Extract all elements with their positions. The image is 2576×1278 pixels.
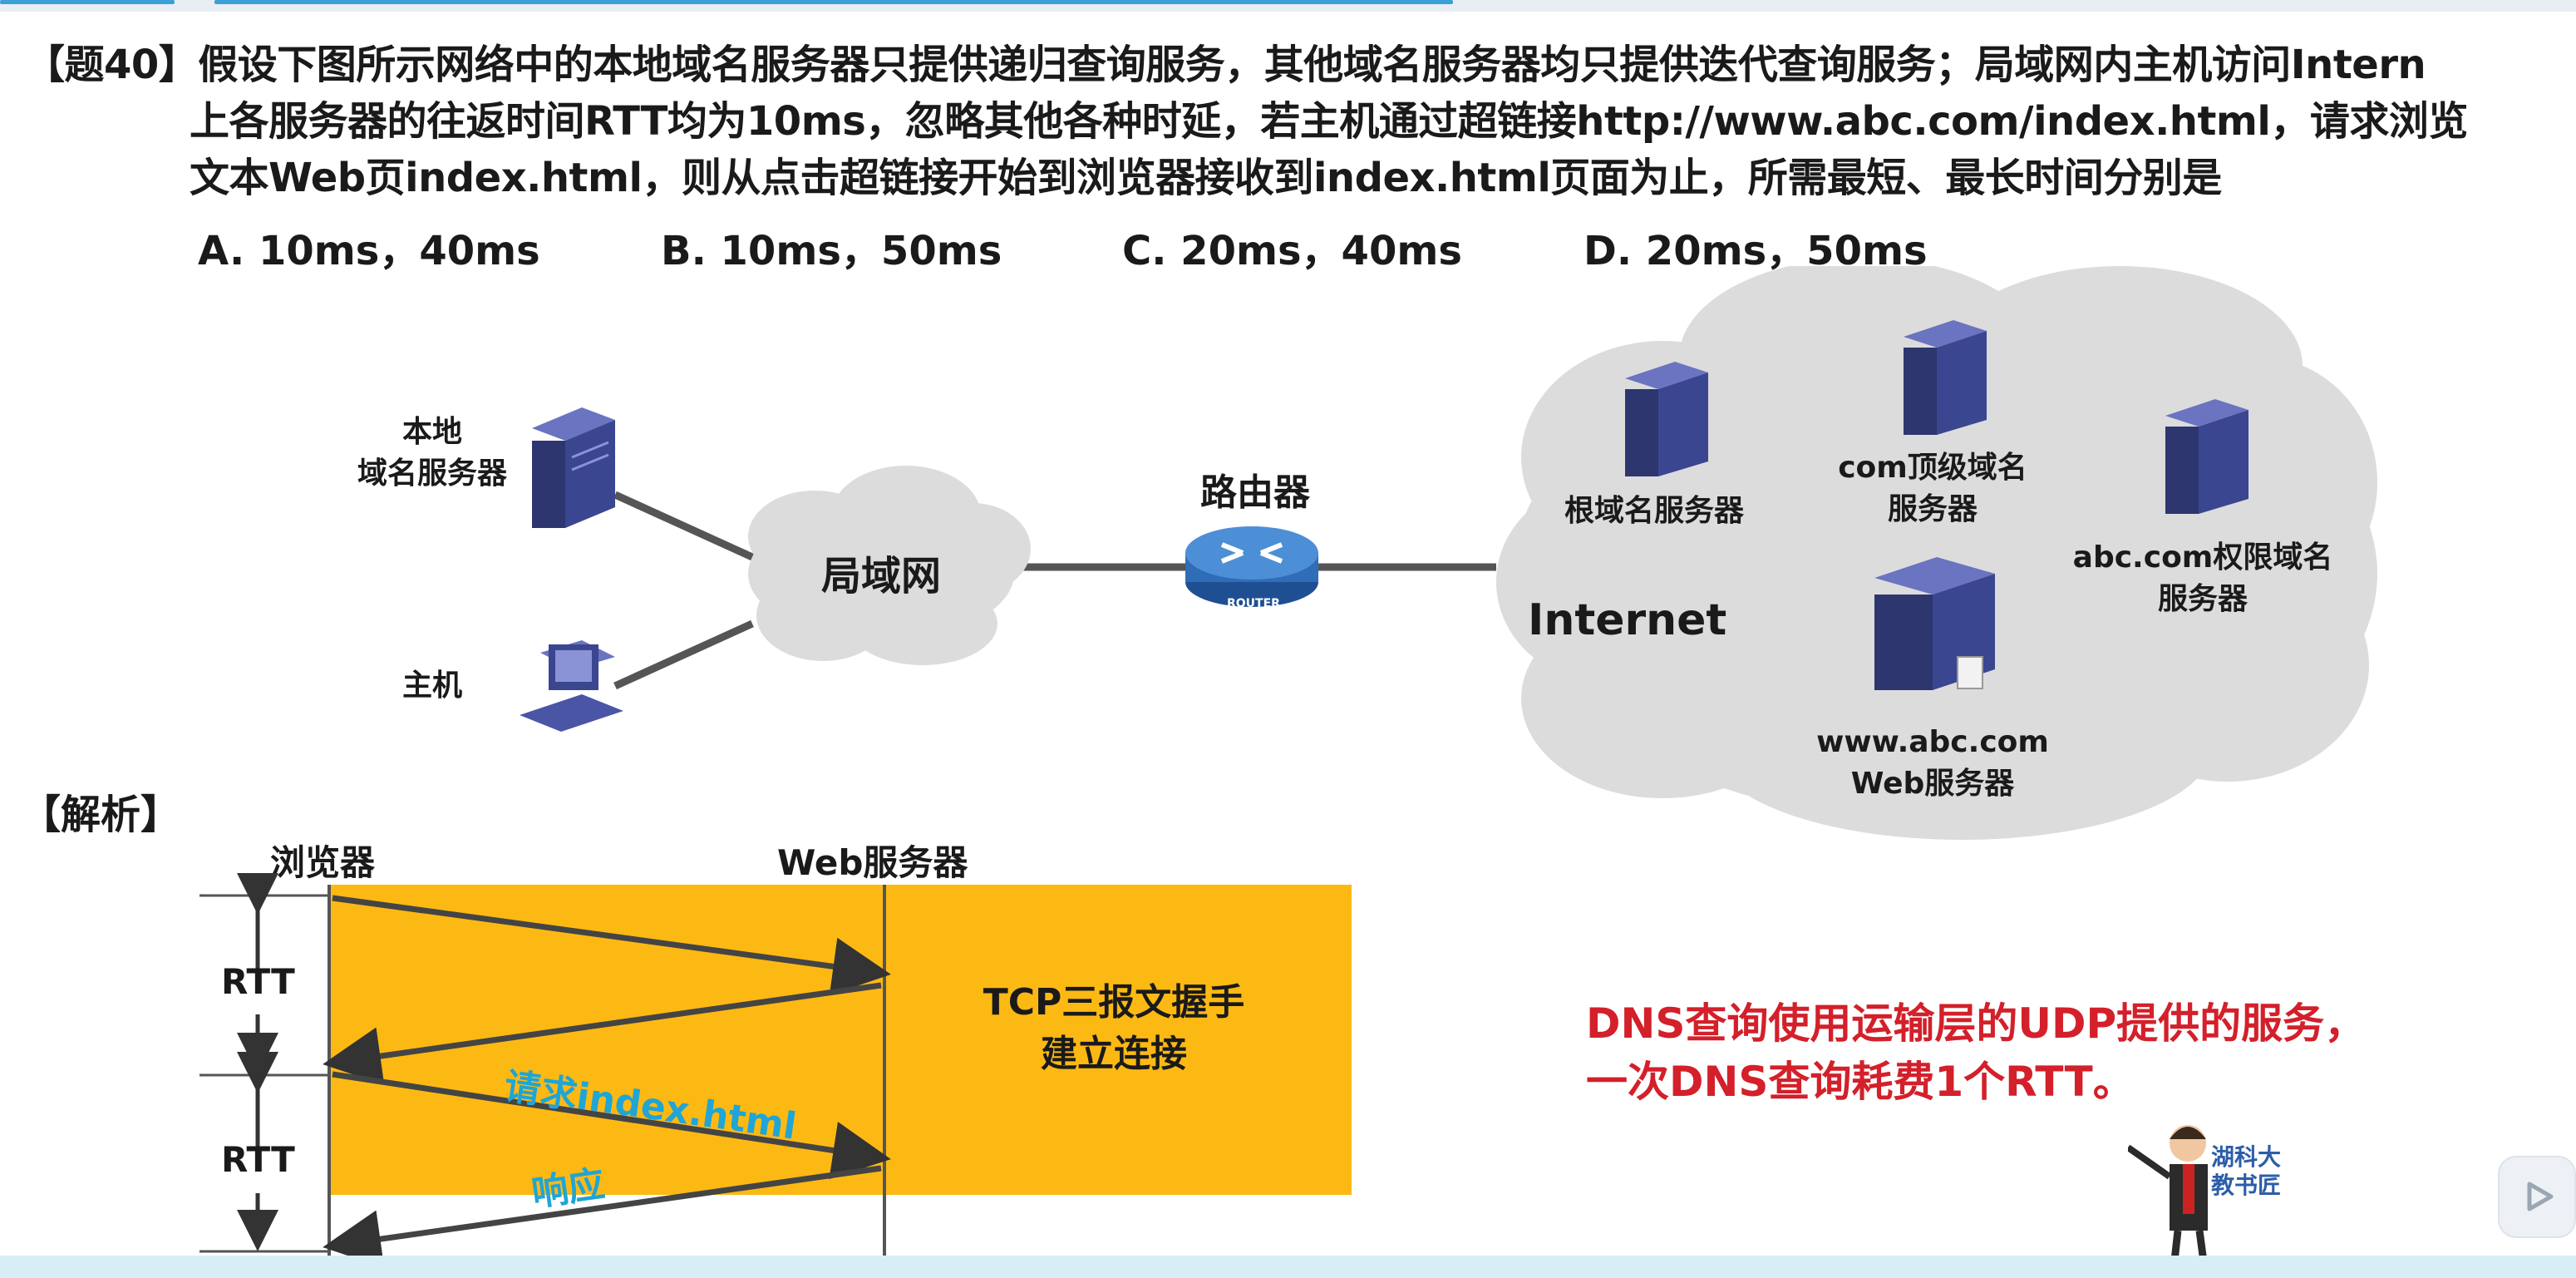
web-server-label-2: Web服务器 (1850, 767, 2015, 801)
rtt2-label: RTT (221, 1139, 295, 1180)
com-dns-label-2: 服务器 (1887, 492, 1978, 526)
router-badge: ROUTER (1227, 597, 1280, 610)
local-dns-server-icon (532, 407, 615, 528)
link-host-lan (613, 619, 754, 690)
lan-label: 局域网 (820, 553, 941, 600)
abc-dns-label-1: abc.com权限域名 (2072, 540, 2333, 575)
option-b: B. 10ms，50ms (661, 228, 1002, 274)
com-dns-server-icon (1904, 320, 1987, 435)
internet-label: Internet (1528, 595, 1727, 645)
play-icon (2527, 1182, 2554, 1211)
dns-note-line-1: DNS查询使用运输层的UDP提供的服务， (1586, 999, 2367, 1048)
syn-arrow (332, 895, 891, 996)
com-dns-label-1: com顶级域名 (1838, 451, 2027, 485)
watermark-line-1: 湖科大 (2211, 1143, 2282, 1171)
top-progress-strip (0, 0, 2576, 12)
request-arrow (332, 1071, 891, 1180)
lan-cloud (748, 466, 1031, 665)
option-c: C. 20ms，40ms (1122, 228, 1462, 274)
local-dns-label-2: 域名服务器 (357, 456, 507, 491)
question-line-1: 【题40】假设下图所示网络中的本地域名服务器只提供递归查询服务，其他域名服务器均… (25, 42, 2426, 88)
network-diagram (520, 266, 2377, 840)
tcp-handshake-label-1: TCP三报文握手 (983, 981, 1245, 1024)
web-server-label-1: www.abc.com (1816, 725, 2049, 759)
analysis-title: 【解析】 (21, 792, 181, 838)
question-line-3: 文本Web页index.html，则从点击超链接开始到浏览器接收到index.h… (190, 155, 2222, 201)
watermark-line-2: 教书匠 (2211, 1172, 2282, 1199)
abc-dns-server-icon (2165, 399, 2248, 514)
option-a: A. 10ms，40ms (198, 228, 540, 274)
root-dns-server-icon (1625, 362, 1708, 476)
dns-note-line-2: 一次DNS查询耗费1个RTT。 (1586, 1058, 2135, 1106)
rtt1-label: RTT (221, 961, 295, 1002)
syn-ack-arrow (323, 982, 882, 1085)
router-label: 路由器 (1200, 471, 1310, 514)
local-dns-label-1: 本地 (401, 415, 462, 449)
web-server-icon (1874, 557, 1995, 690)
web-server-column-header: Web服务器 (777, 842, 968, 883)
response-label: 响应 (529, 1162, 608, 1216)
root-dns-label: 根域名服务器 (1564, 494, 1744, 528)
browser-column-header: 浏览器 (270, 842, 376, 883)
response-arrow (323, 1165, 882, 1256)
video-play-button[interactable] (2498, 1156, 2576, 1238)
timing-diagram (199, 873, 1352, 1256)
presenter-figure-icon (2128, 1125, 2209, 1269)
abc-dns-label-2: 服务器 (2157, 582, 2248, 616)
host-label: 主机 (401, 669, 462, 703)
router-icon (1185, 526, 1318, 607)
bottom-caption-strip (0, 1256, 2576, 1278)
host-computer-icon (520, 640, 623, 732)
tcp-handshake-label-2: 建立连接 (1041, 1033, 1187, 1075)
link-dns-lan (613, 491, 754, 561)
question-line-2: 上各服务器的往返时间RTT均为10ms，忽略其他各种时延，若主机通过超链接htt… (190, 98, 2468, 145)
